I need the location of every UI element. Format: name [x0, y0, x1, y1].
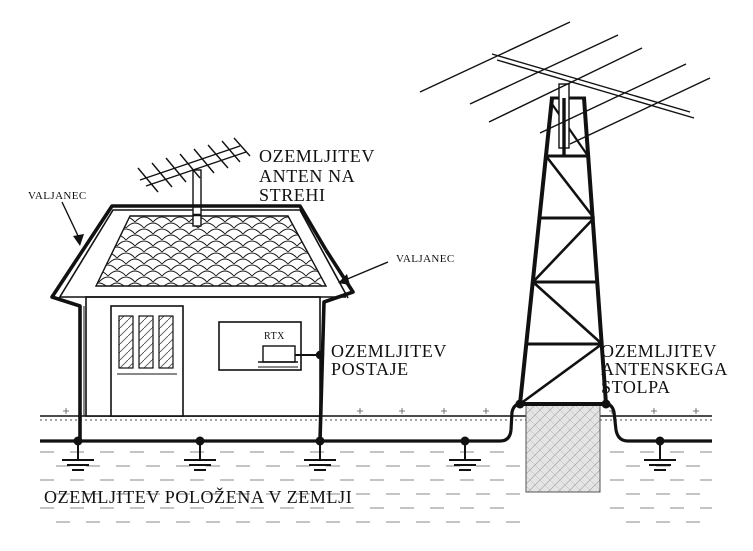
ground-label: OZEMLJITEV POLOŽENA V ZEMLJI: [44, 486, 352, 507]
ground-electrodes: [62, 441, 676, 471]
valjanec-right-label: VALJANEC: [396, 253, 455, 265]
arrow-head-icon: [73, 234, 84, 246]
house-door: [110, 305, 184, 417]
station-window: [218, 321, 325, 371]
roof-antenna-icon: [137, 137, 251, 227]
labels: VALJANEC VALJANEC OZEMLJITEV ANTEN NA ST…: [28, 146, 728, 507]
annotation-arrows: [61, 201, 389, 285]
roof-antenna-label-line2: ANTEN NA: [259, 166, 355, 186]
arrow-head-icon: [338, 274, 350, 285]
ground-symbol-icon: [62, 441, 94, 471]
tower-foundation: [516, 402, 610, 493]
tower-label-line3: STOLPA: [601, 377, 671, 397]
ground-symbol-icon: [449, 441, 481, 471]
ground-symbol-icon: [304, 441, 336, 471]
roof-antenna-label-line3: STREHI: [259, 185, 326, 205]
soil-strata: [40, 451, 712, 523]
antenna-tower: [419, 21, 711, 406]
ground-symbol-icon: [184, 441, 216, 471]
tower-label-line1: OZEMLJITEV: [601, 341, 717, 361]
valjanec-left-label: VALJANEC: [28, 190, 87, 202]
down-conductor-left: [50, 204, 328, 416]
rtx-label: RTX: [264, 331, 285, 342]
house: [50, 137, 355, 442]
roof-antenna-label-line1: OZEMLJITEV: [259, 146, 375, 166]
station-label-line1: OZEMLJITEV: [331, 341, 447, 361]
rtx-radio-icon: [262, 345, 296, 363]
down-conductor-right: [318, 249, 355, 442]
ground-symbol-icon: [644, 441, 676, 471]
tower-label-line2: ANTENSKEGA: [601, 359, 728, 379]
station-label-line2: POSTAJE: [331, 359, 409, 379]
yagi-antenna-icon: [419, 21, 711, 145]
